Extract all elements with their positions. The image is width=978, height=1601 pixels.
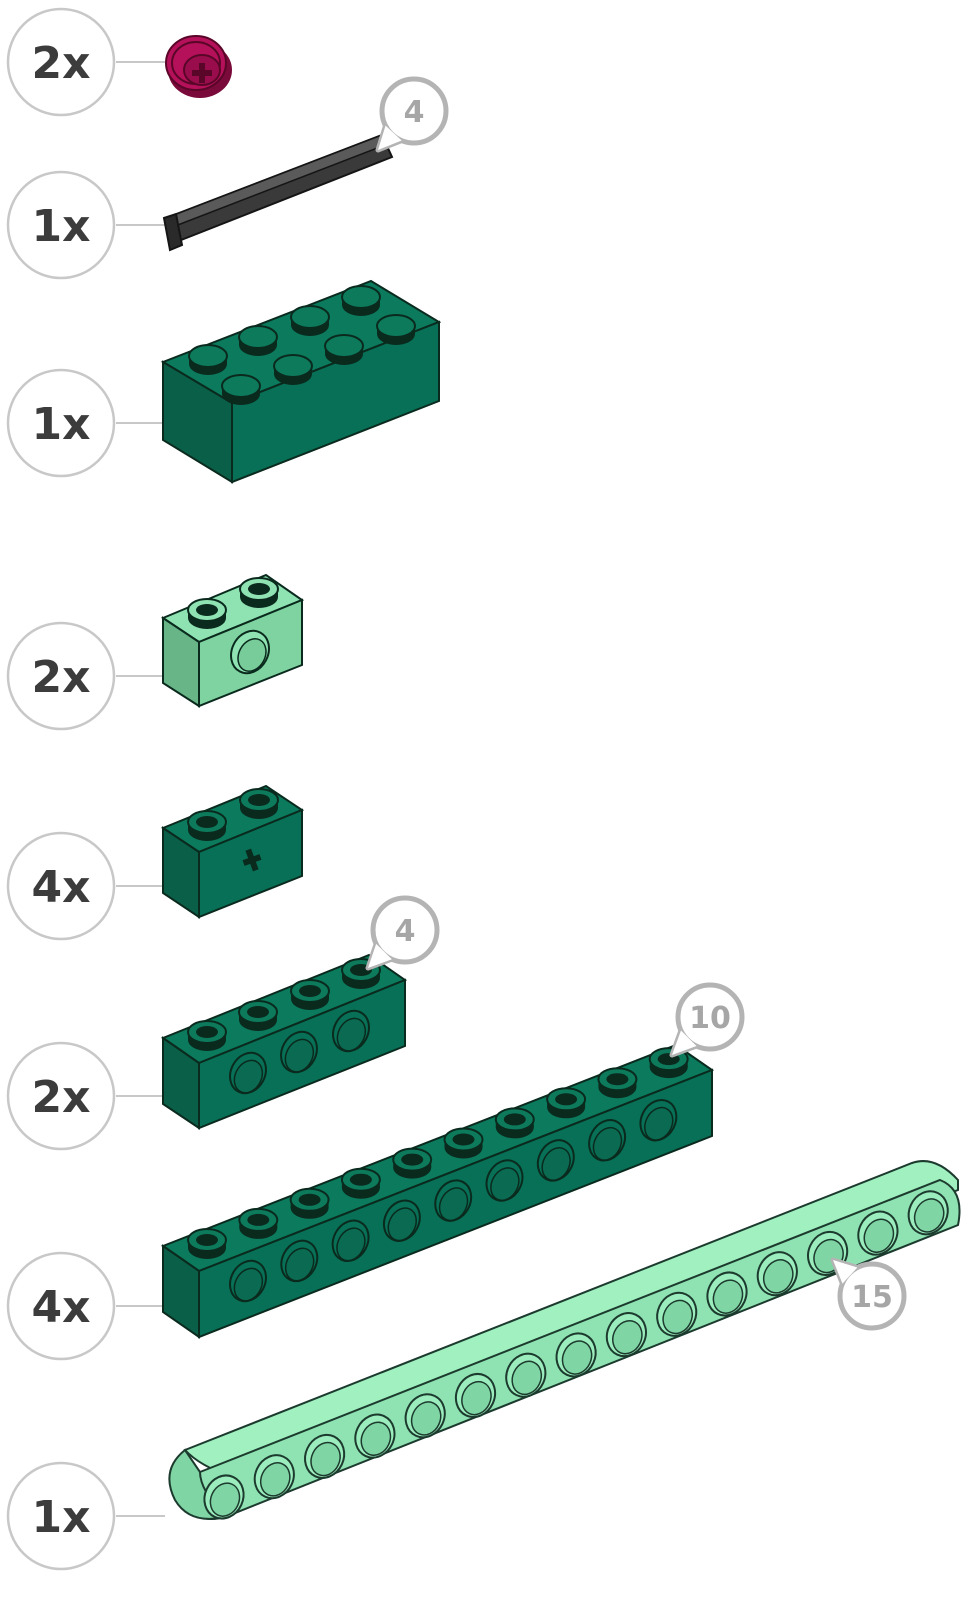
quantity-badge: 1x [6,170,165,280]
stud [597,1067,638,1100]
length-label: 4 [404,95,425,130]
quantity-badge: 2x [6,621,165,731]
quantity-badge: 2x [6,1041,165,1151]
stud [443,1127,484,1160]
quantity-badge: 1x [6,1461,165,1571]
length-label: 4 [395,914,416,949]
bush-part [165,35,232,98]
length-callout: 4 [375,76,449,153]
quantity-label: 4x [32,862,91,913]
brick-2x4-part [160,279,442,484]
quantity-label: 1x [32,399,91,450]
length-callout: 15 [830,1257,907,1331]
length-label: 15 [851,1280,893,1315]
quantity-label: 2x [32,1072,91,1123]
stud [546,1087,587,1120]
stud [187,1228,227,1260]
stud [340,1167,381,1200]
quantity-label: 1x [32,201,91,252]
stud [392,1147,433,1180]
technic-brick-1x4-part [160,953,408,1130]
quantity-badge: 2x [6,7,165,117]
quantity-badge: 4x [6,1251,165,1361]
technic-brick-1x2-axle-hole-part [160,784,305,919]
length-callout: 4 [365,895,440,971]
quantity-label: 2x [32,652,91,703]
quantity-label: 4x [32,1282,91,1333]
stud [238,1207,279,1240]
stud [494,1107,535,1140]
axle-part [162,133,394,252]
length-label: 10 [689,1001,731,1036]
technic-brick-1x2-round-hole-part [160,573,305,708]
quantity-label: 2x [32,38,91,89]
length-callout: 10 [669,982,745,1058]
quantity-badge: 1x [6,368,165,478]
technic-brick-1x10-part [160,1043,715,1339]
technic-beam-15-part [168,1160,961,1526]
stud [289,1187,330,1220]
quantity-badge: 4x [6,831,165,941]
quantity-label: 1x [32,1492,91,1543]
